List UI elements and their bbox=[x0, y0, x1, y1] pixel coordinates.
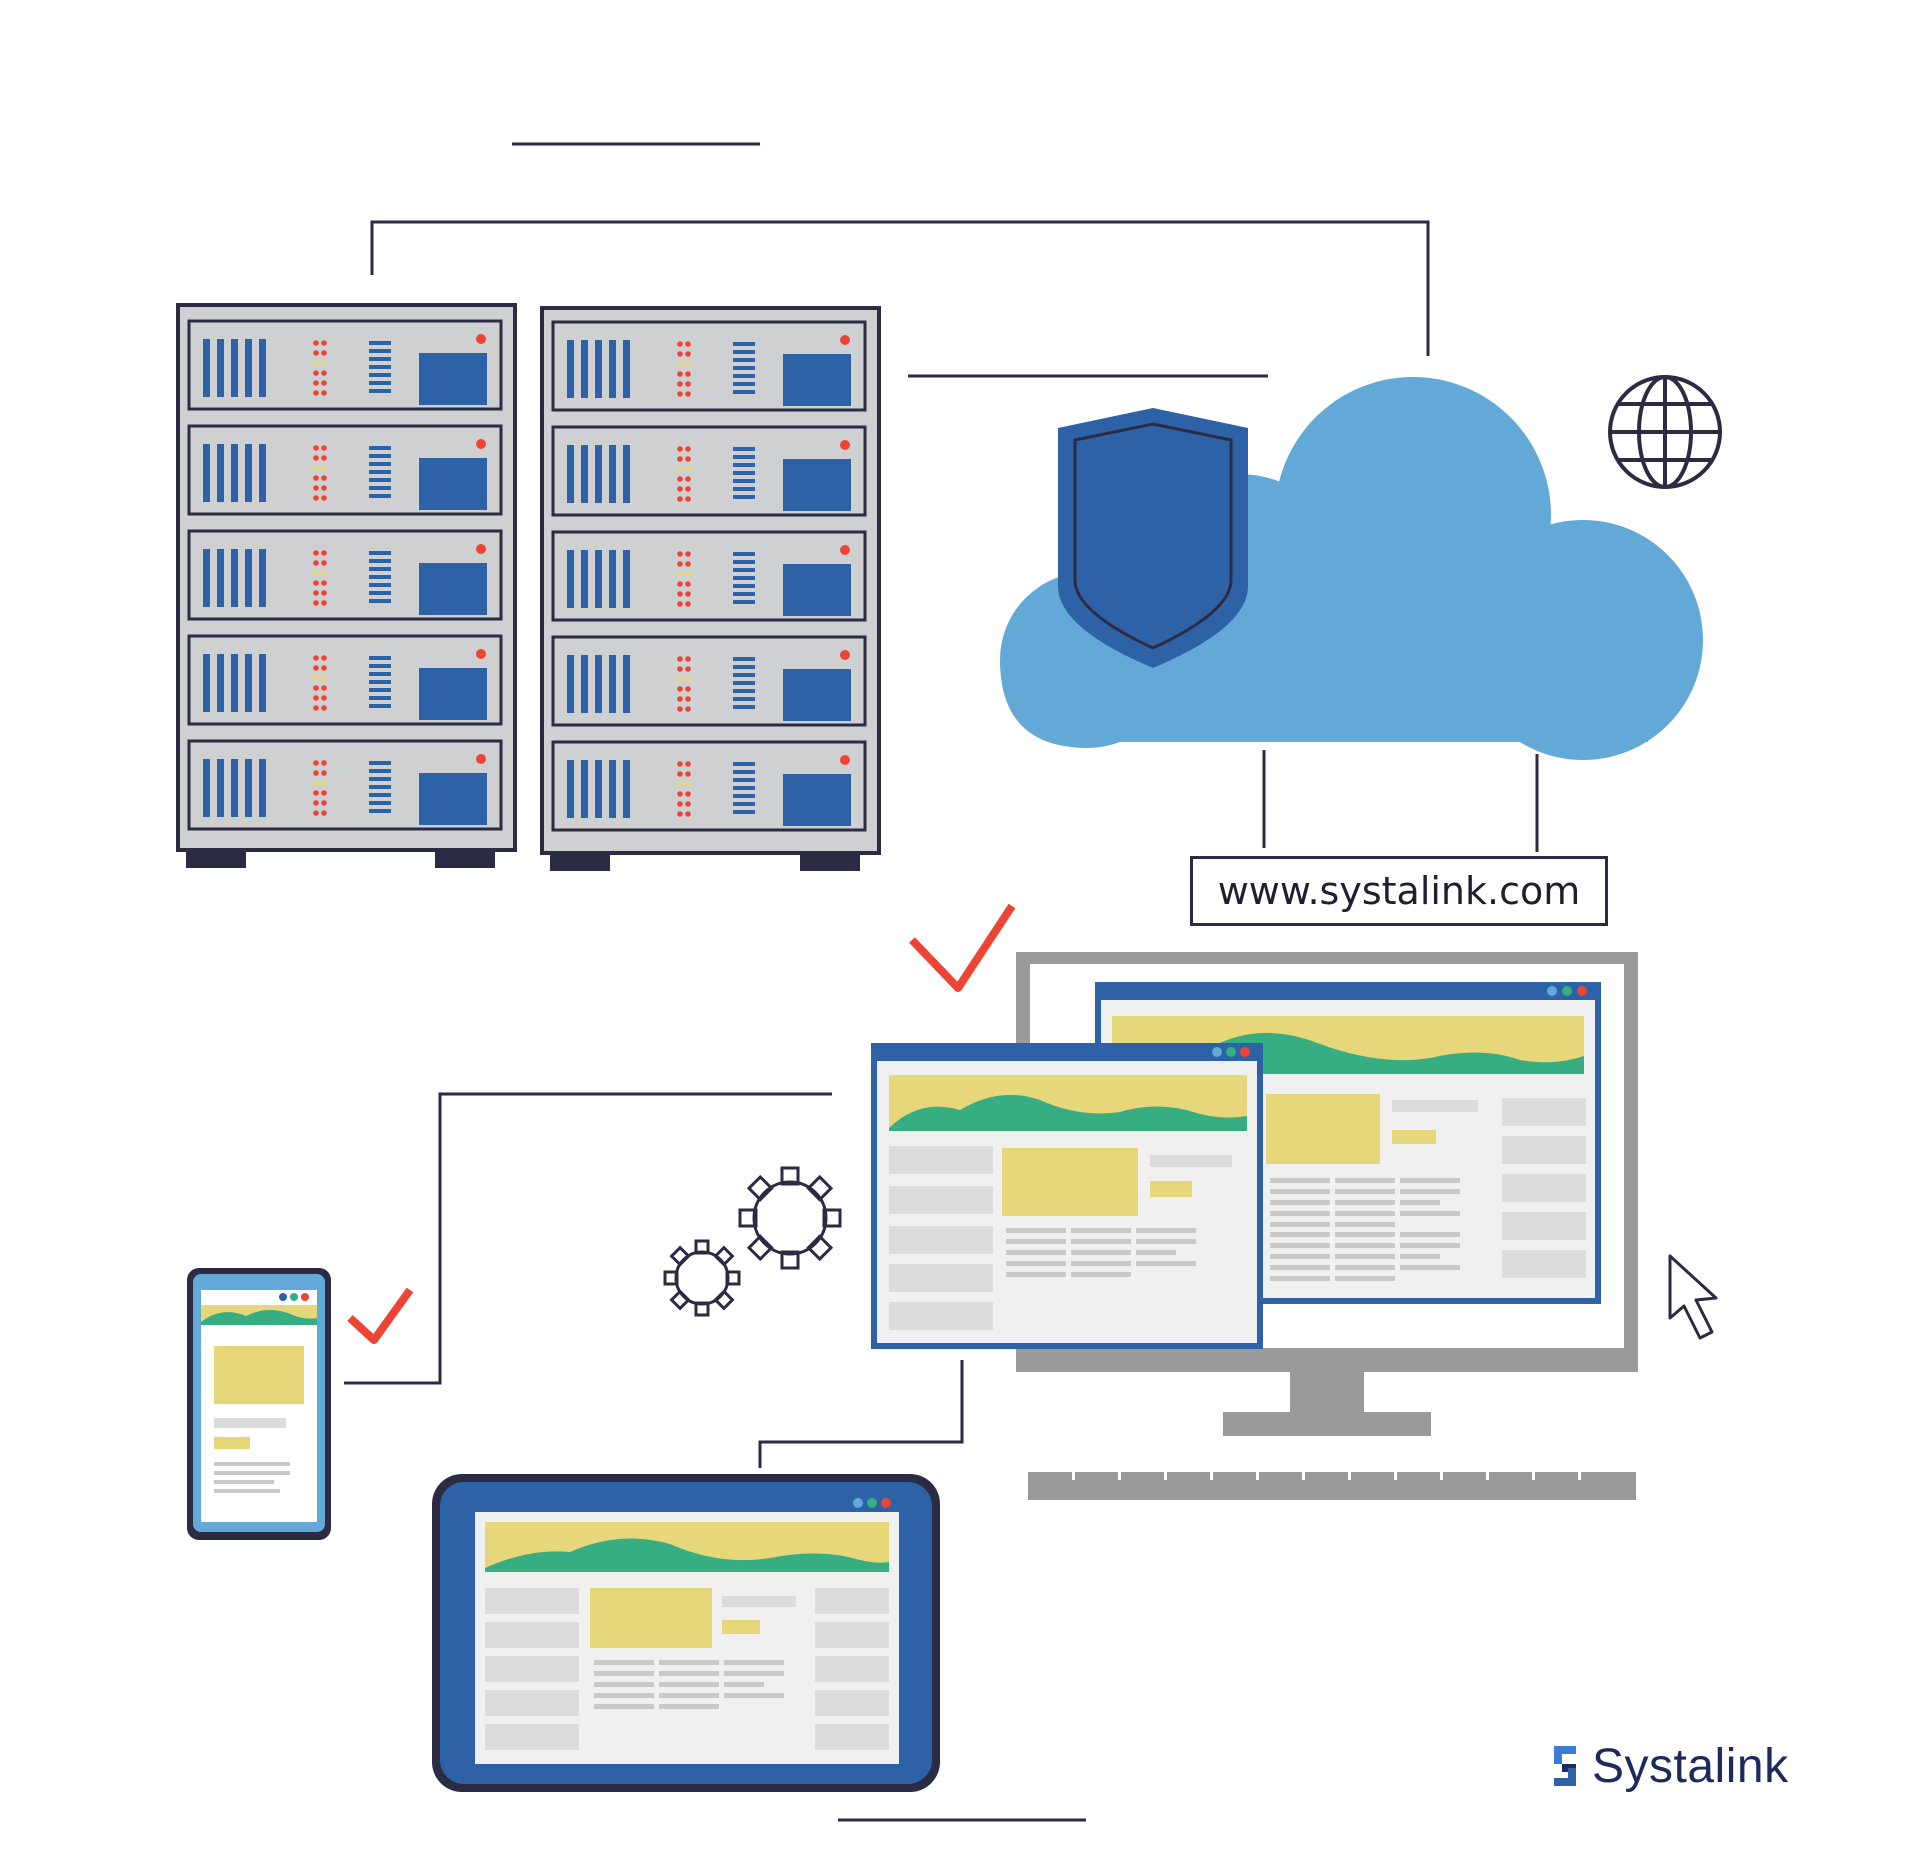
systalink-logo-icon bbox=[1554, 1746, 1576, 1786]
smartphone-icon bbox=[187, 1268, 331, 1540]
shield-icon bbox=[1058, 408, 1248, 668]
connector-lines bbox=[344, 142, 1539, 1822]
checkmark-icon bbox=[347, 1287, 414, 1344]
brand-name: Systalink bbox=[1592, 1739, 1789, 1793]
browser-window-icon bbox=[871, 1043, 1263, 1349]
cursor-icon bbox=[1668, 1254, 1718, 1340]
gear-icon bbox=[663, 1239, 741, 1317]
gear-icon bbox=[738, 1166, 842, 1270]
url-label: www.systalink.com bbox=[1217, 869, 1581, 913]
brand-logo: Systalink bbox=[1548, 1736, 1789, 1796]
checkmark-icon bbox=[909, 903, 1016, 992]
tablet-icon bbox=[432, 1474, 940, 1792]
keyboard-icon bbox=[1028, 1472, 1636, 1500]
server-rack-icon bbox=[540, 306, 881, 871]
url-label-box: www.systalink.com bbox=[1190, 856, 1608, 926]
server-rack-icon bbox=[176, 303, 517, 868]
globe-icon bbox=[1608, 375, 1722, 489]
